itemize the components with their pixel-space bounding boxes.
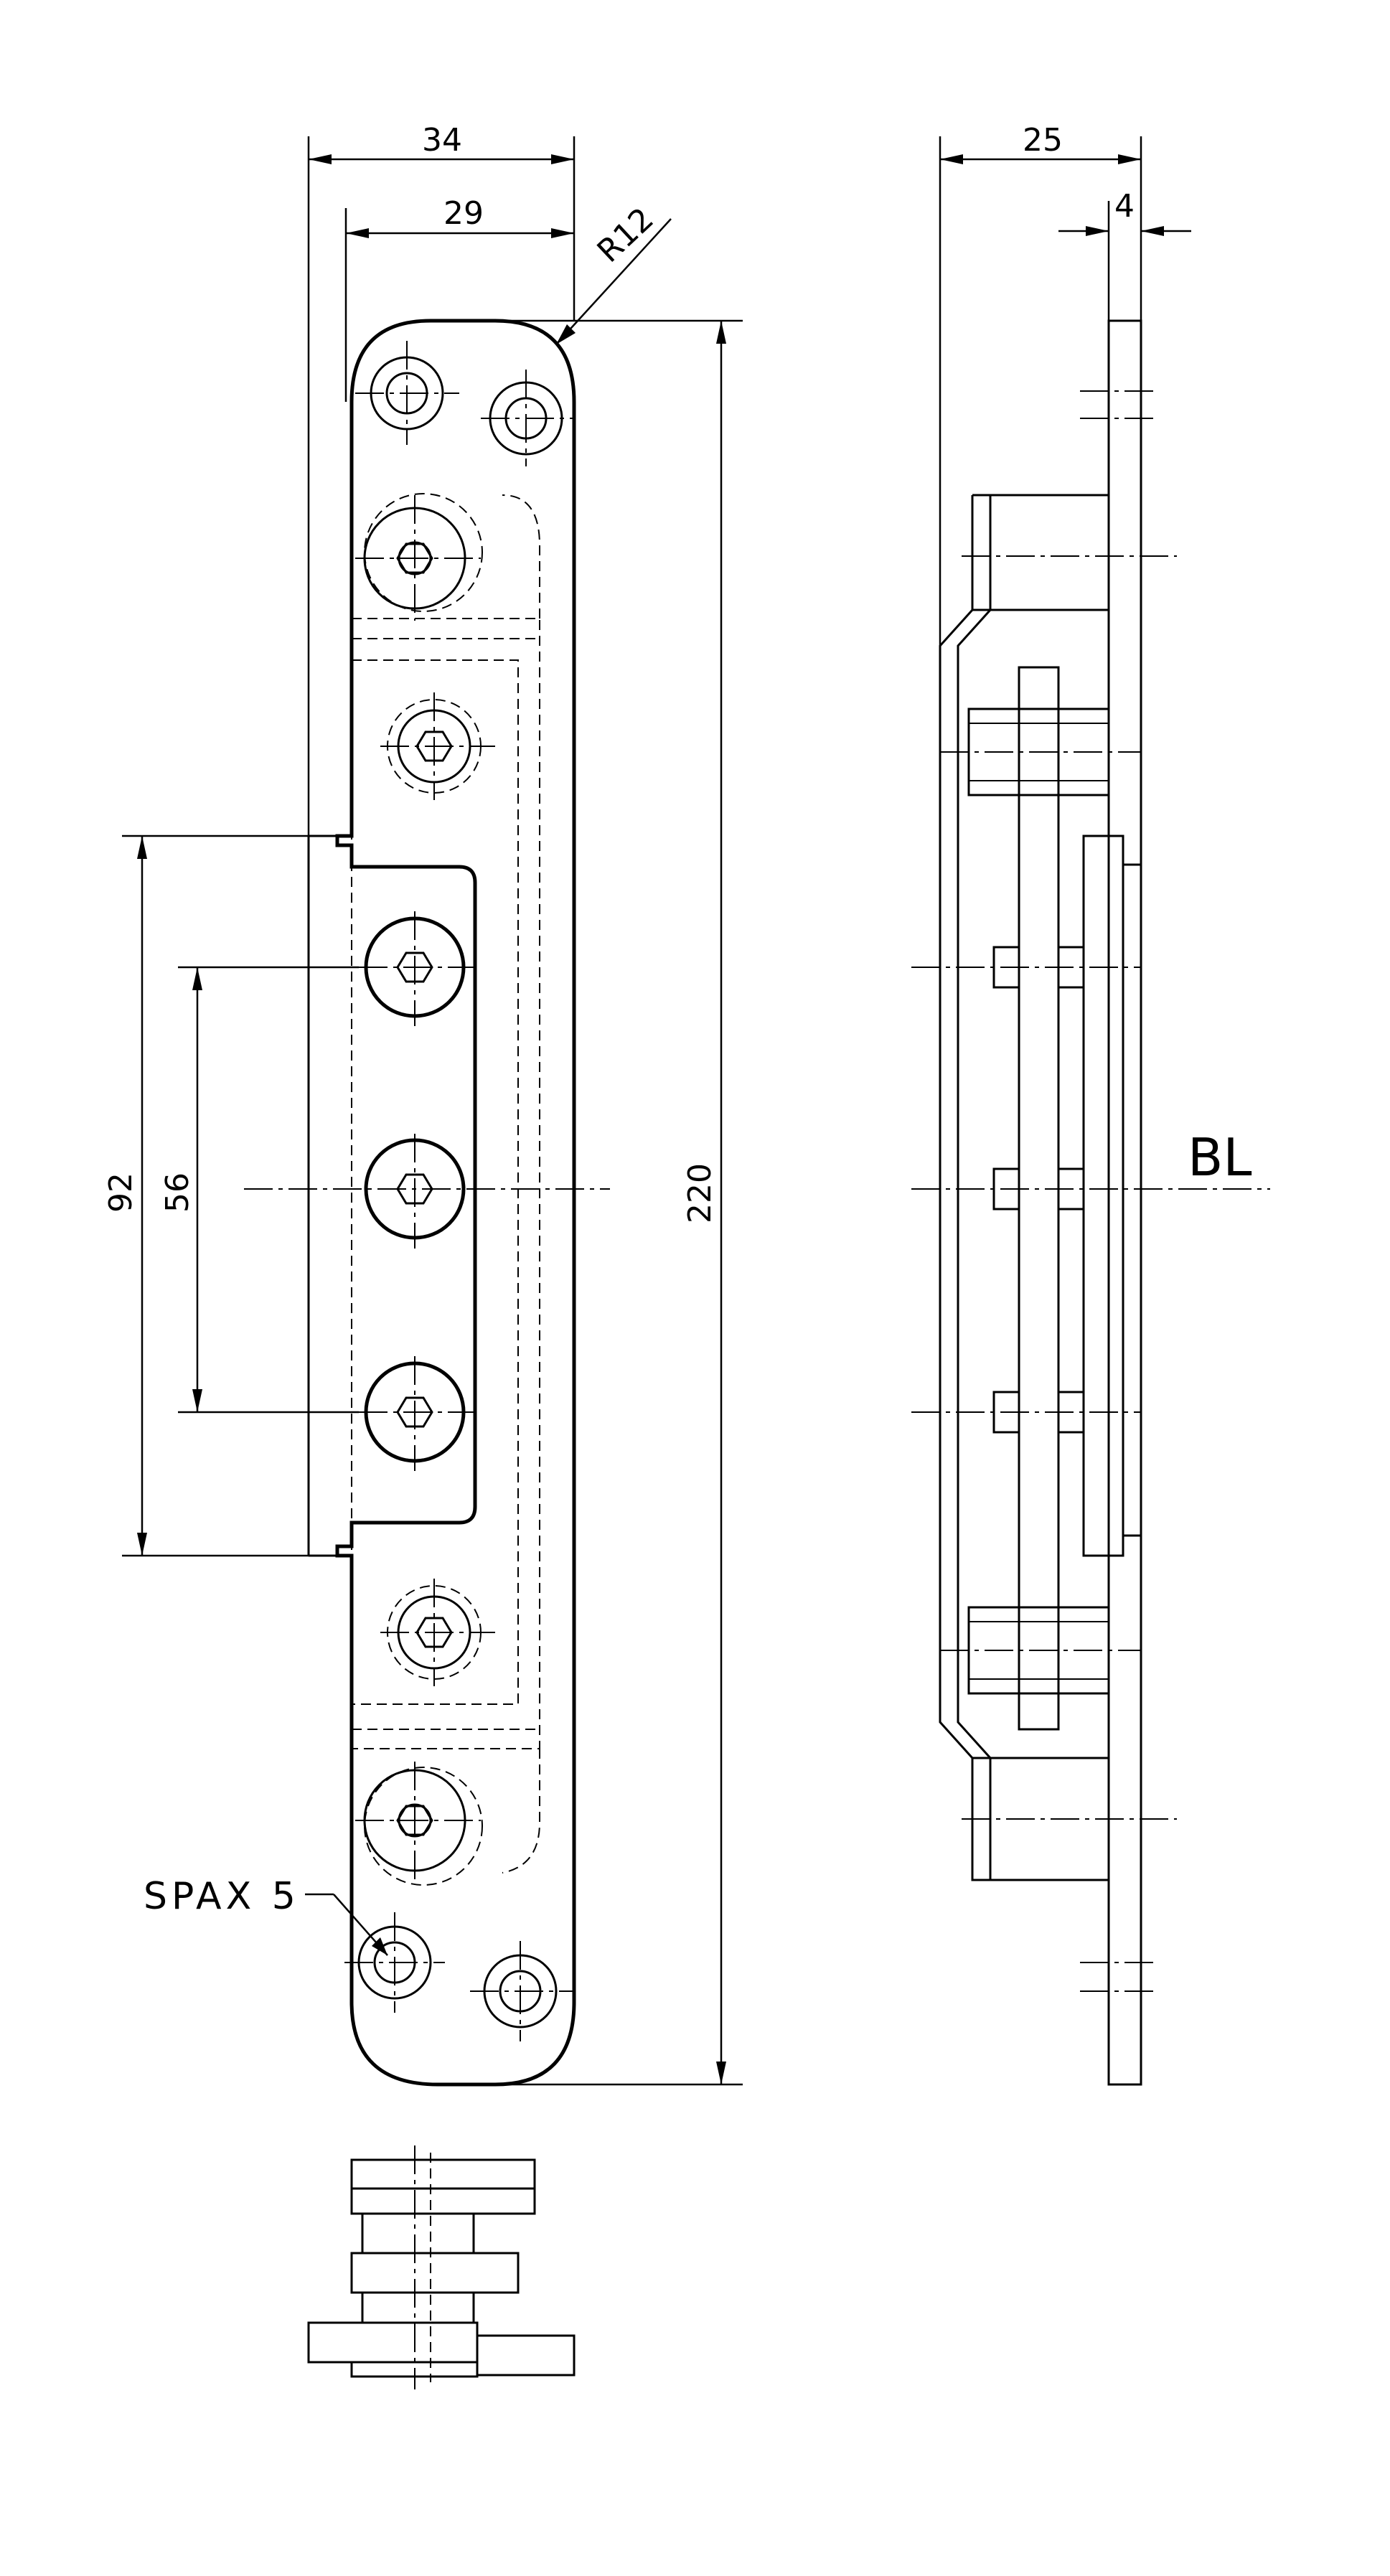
dim-4-label: 4 [1114, 188, 1135, 225]
section-bottom-plate [307, 2321, 479, 2364]
screw-2 [364, 1134, 466, 1249]
dim-29-label: 29 [443, 195, 484, 232]
side-screw-3 [911, 1391, 1141, 1434]
hex-screw-third [380, 1579, 495, 1686]
hidden-inner-frame [351, 618, 540, 1749]
dim-92-label: 92 [103, 1172, 139, 1213]
dim-34-label: 34 [422, 122, 462, 159]
side-bolt-upper [940, 708, 1141, 796]
side-outer-strap [1082, 835, 1124, 1557]
hex-screw-second [380, 692, 495, 800]
side-body [957, 494, 1109, 1881]
screw-3 [359, 1356, 477, 1471]
side-screw-1 [911, 946, 1141, 989]
bl-label: BL [1188, 1127, 1252, 1188]
dim-r12-label: R12 [591, 201, 661, 270]
screw-1 [359, 911, 477, 1026]
side-dimensions: 25 4 [939, 122, 1191, 646]
spax-label: SPAX 5 [144, 1875, 300, 1918]
front-dimensions: 34 29 R12 220 92 56 [103, 122, 743, 2086]
dim-25-label: 25 [1023, 122, 1063, 159]
mount-hole-top-right [481, 370, 574, 466]
hex-screw-upper [355, 493, 483, 621]
section-middle-plate [350, 2252, 520, 2294]
side-flat-bar [1018, 666, 1060, 1731]
front-view: SPAX 5 [144, 319, 610, 2087]
mount-hole-top-left [355, 341, 459, 445]
section-top-plate [350, 2158, 536, 2190]
dim-56-label: 56 [159, 1172, 196, 1213]
mount-hole-bottom-left [344, 1912, 445, 2013]
hex-screw-lower [355, 1762, 483, 1886]
side-thin-plate [1107, 319, 1142, 2086]
side-bolt-lower [940, 1606, 1141, 1695]
section-strap [476, 2334, 576, 2377]
mount-hole-bottom-right [470, 1941, 574, 2041]
side-bracket [939, 494, 990, 1881]
dim-220-label: 220 [682, 1163, 718, 1223]
section-view [307, 2145, 576, 2389]
side-view: BL [911, 319, 1270, 2086]
